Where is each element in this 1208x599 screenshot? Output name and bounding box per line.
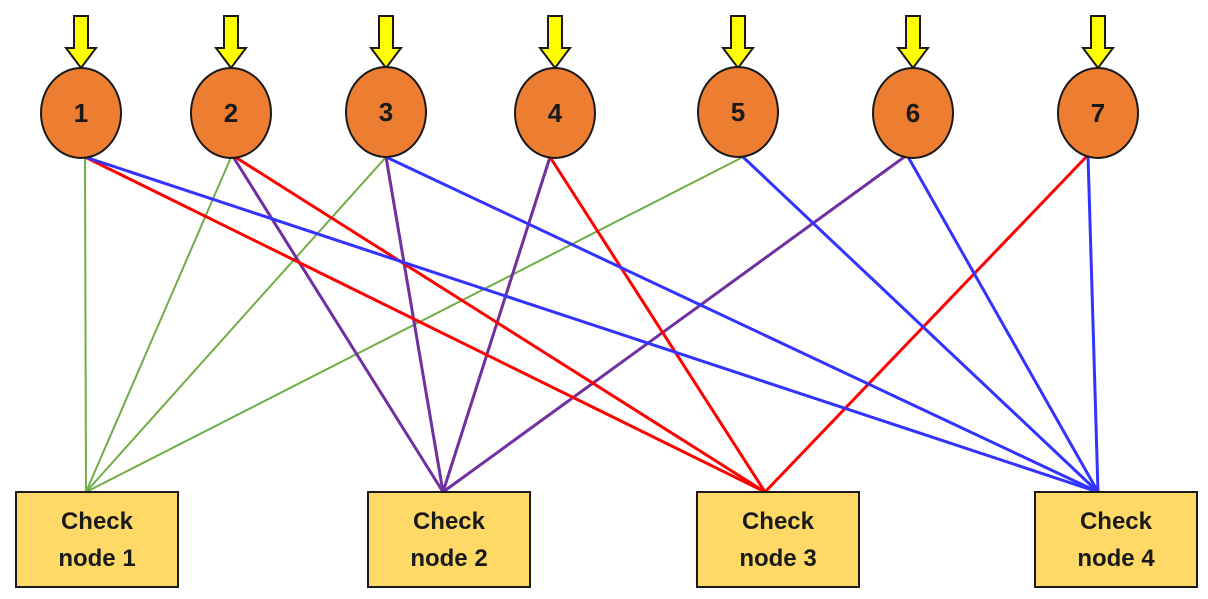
variable-node-circle <box>697 66 779 158</box>
down-arrow-icon <box>1081 15 1115 70</box>
edges-layer <box>84 153 1100 494</box>
variable-node-2: 2 <box>190 67 272 159</box>
down-arrow-icon <box>369 15 403 70</box>
edge-v3-c1 <box>85 156 387 493</box>
edge-v7-c4 <box>1086 154 1100 493</box>
edge-v7-c3 <box>763 153 1090 494</box>
check-node-label-line1: Check <box>1080 508 1153 535</box>
check-node-2: Check node 2 <box>367 491 531 588</box>
check-node-label-line2: node 3 <box>739 545 816 572</box>
edge-v4-c3 <box>548 156 767 493</box>
edge-v2-c3 <box>231 153 766 494</box>
edge-v4-c2 <box>441 156 552 493</box>
variable-node-7: 7 <box>1057 67 1139 159</box>
edge-v1-c4 <box>84 155 1099 494</box>
variable-node-label: 3 <box>379 97 393 127</box>
check-node-label-line2: node 4 <box>1077 545 1155 572</box>
edge-v1-c1 <box>84 156 87 493</box>
variable-node-1: 1 <box>40 67 122 159</box>
edge-v3-c2 <box>384 156 445 493</box>
check-node-box <box>15 491 179 588</box>
check-nodes-layer: Check node 1 Check node 2 Check node 3 Check no… <box>15 491 1198 588</box>
edge-v6-c2 <box>442 153 908 494</box>
check-node-box <box>696 491 860 588</box>
down-arrow-icon <box>64 15 98 70</box>
edge-v3-c4 <box>385 155 1099 494</box>
edge-v5-c4 <box>741 155 1100 494</box>
down-arrow-icon <box>896 15 930 70</box>
check-node-label-line1: Check <box>413 508 486 535</box>
down-arrow-icon <box>538 15 572 70</box>
variable-node-label: 2 <box>224 98 238 128</box>
variable-node-5: 5 <box>697 66 779 158</box>
check-node-box <box>1034 491 1198 588</box>
edge-v2-c2 <box>230 154 445 493</box>
variable-node-circle <box>345 66 427 158</box>
variable-node-label: 4 <box>548 98 563 128</box>
check-node-3: Check node 3 <box>696 491 860 588</box>
check-node-label-line1: Check <box>742 508 815 535</box>
variable-node-label: 7 <box>1091 98 1105 128</box>
variable-node-circle <box>872 67 954 159</box>
variable-node-circle <box>514 67 596 159</box>
variable-node-circle <box>1057 67 1139 159</box>
variable-node-6: 6 <box>872 67 954 159</box>
variable-node-label: 1 <box>74 98 88 128</box>
variable-node-4: 4 <box>514 67 596 159</box>
variable-node-3: 3 <box>345 66 427 158</box>
variable-node-label: 6 <box>906 98 920 128</box>
variable-node-circle <box>190 67 272 159</box>
check-node-1: Check node 1 <box>15 491 179 588</box>
edge-v2-c1 <box>85 154 233 493</box>
variable-nodes-layer: 1 2 3 4 5 6 7 <box>40 66 1139 159</box>
check-node-4: Check node 4 <box>1034 491 1198 588</box>
edge-v6-c4 <box>905 154 1100 493</box>
edge-v1-c3 <box>84 155 766 494</box>
check-node-box <box>367 491 531 588</box>
input-arrows-layer <box>64 15 1115 70</box>
variable-node-circle <box>40 67 122 159</box>
check-node-label-line2: node 1 <box>58 545 135 572</box>
down-arrow-icon <box>214 15 248 70</box>
down-arrow-icon <box>721 15 755 70</box>
check-node-label-line1: Check <box>61 508 134 535</box>
variable-node-label: 5 <box>731 97 745 127</box>
check-node-label-line2: node 2 <box>410 545 487 572</box>
